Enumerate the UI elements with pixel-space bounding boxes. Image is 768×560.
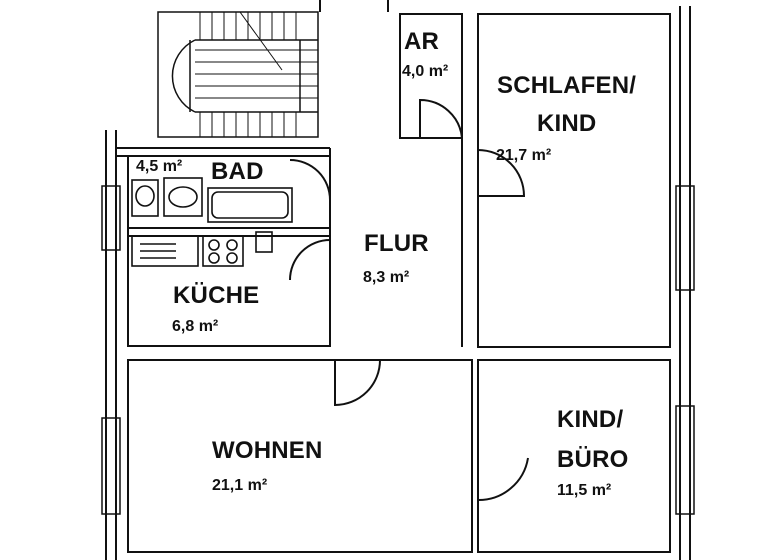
room-name-schlafen-1: SCHLAFEN/ — [497, 72, 637, 99]
room-name-ar: AR — [404, 28, 440, 55]
staircase — [157, 11, 319, 138]
room-name-schlafen-2: KIND — [537, 110, 597, 137]
room-area-schlafen: 21,7 m² — [496, 147, 552, 164]
room-name-flur: FLUR — [364, 230, 429, 257]
room-area-flur: 8,3 m² — [363, 269, 410, 286]
kitchen-fixtures — [131, 231, 273, 267]
room-area-ar: 4,0 m² — [402, 63, 449, 80]
room-name-buero-2: BÜRO — [557, 446, 629, 473]
room-name-buero-1: KIND/ — [557, 406, 624, 433]
windows — [101, 185, 695, 515]
room-area-buero: 11,5 m² — [557, 482, 612, 499]
bathroom-fixtures — [131, 177, 293, 223]
room-name-bad: BAD — [211, 158, 264, 185]
room-name-wohnen: WOHNEN — [212, 437, 323, 464]
room-name-kueche: KÜCHE — [173, 282, 260, 309]
room-area-wohnen: 21,1 m² — [212, 477, 268, 494]
room-area-bad: 4,5 m² — [136, 158, 183, 175]
walls — [101, 0, 695, 560]
room-area-kueche: 6,8 m² — [172, 318, 219, 335]
